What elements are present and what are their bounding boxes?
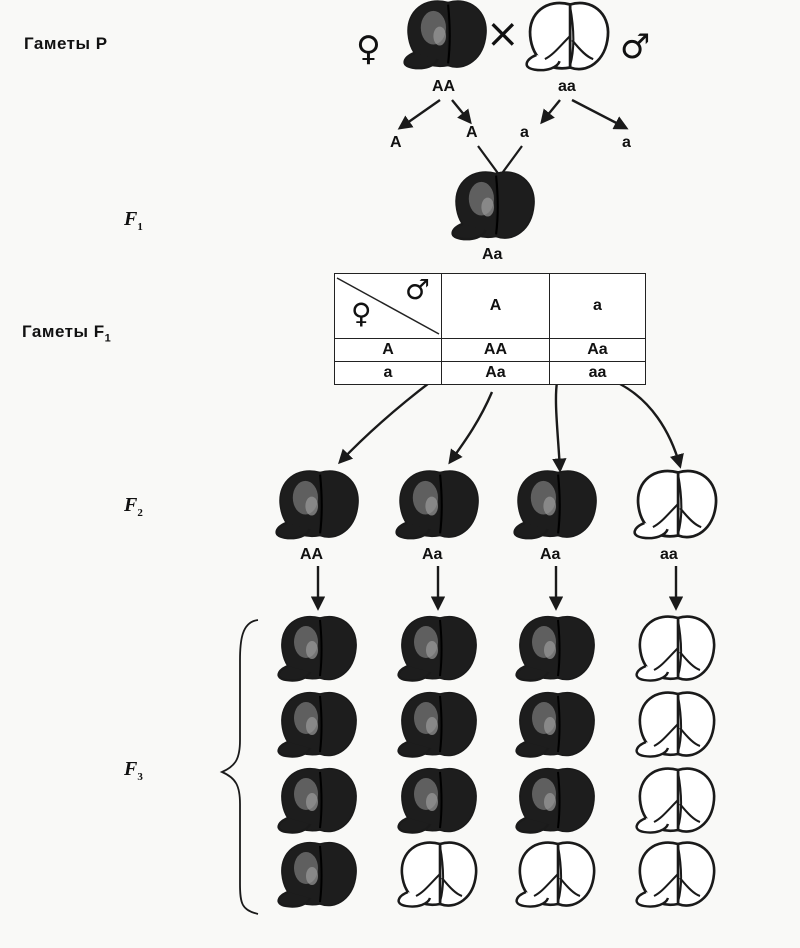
punnett-corner: ♂ ♀ (334, 273, 442, 339)
f3-seed (635, 841, 716, 908)
corner-diagonal (336, 277, 440, 335)
cross-symbol: × (486, 11, 520, 57)
f3-seed (397, 767, 477, 834)
f2-seed (395, 470, 479, 540)
f3-seed (635, 615, 716, 682)
gametes-f1-text: Гаметы F (22, 322, 105, 341)
corner-male-symbol: ♂ (405, 273, 431, 306)
parent-gamete: A (466, 124, 478, 141)
f3-seed (277, 767, 357, 834)
parent-seed-male (525, 1, 610, 72)
f1-genotype: Aa (482, 246, 503, 263)
f3-seed (515, 615, 595, 682)
punnett-row-gamete: A (334, 338, 442, 362)
f2-label: F2 (124, 494, 143, 519)
f3-seed (397, 615, 477, 682)
male-parent-genotype: aa (558, 78, 576, 95)
f3-seed (397, 841, 478, 908)
f1-label: F1 (124, 208, 143, 233)
punnett-col-gamete: A (441, 273, 550, 339)
f2-genotype: aa (660, 546, 678, 563)
gametes-f1-label: Гаметы F1 (22, 322, 111, 344)
punnett-square: ♂ ♀ A a A AA Aa a Aa aa (334, 273, 647, 385)
f2-letter: F (124, 494, 138, 516)
f2-genotype: Aa (540, 546, 561, 563)
gamete-arrow (571, 98, 629, 130)
f2-seed (513, 470, 597, 540)
f2-arrow (619, 382, 684, 469)
f3-seed (515, 841, 596, 908)
corner-female-symbol: ♀ (351, 297, 372, 330)
punnett-header-row: ♂ ♀ A a (334, 273, 647, 339)
f3-seed (277, 615, 357, 682)
f2-genotype: Aa (422, 546, 443, 563)
female-symbol: ♀ (356, 29, 381, 69)
punnett-row: A AA Aa (334, 338, 647, 362)
f1-subscript: 1 (137, 221, 143, 233)
f2-genotype: AA (300, 546, 324, 563)
f1-seed (451, 171, 535, 241)
parent-gamete: a (622, 134, 631, 151)
f2-subscript: 2 (137, 507, 143, 519)
f3-brace (219, 619, 259, 915)
gametes-p-label: Гаметы P (24, 34, 108, 54)
f3-letter: F (124, 758, 138, 780)
punnett-cell: Aa (548, 338, 647, 362)
parent-gamete: A (390, 134, 402, 151)
f2-arrow (448, 391, 494, 465)
parent-gamete: a (520, 124, 529, 141)
seeds-layer (275, 0, 718, 908)
f2-seed (633, 469, 718, 540)
gamete-arrow (451, 99, 472, 125)
f3-seed (515, 691, 595, 758)
punnett-cell: AA (441, 338, 550, 362)
parent-seed-female (403, 0, 487, 70)
male-symbol: ♂ (620, 27, 651, 67)
f1-letter: F (124, 208, 138, 230)
gametes-f1-subscript: 1 (104, 332, 112, 345)
gametes-p-text: Гаметы P (24, 34, 108, 53)
punnett-col-gamete: a (548, 273, 647, 339)
gamete-arrow (540, 99, 561, 125)
punnett-cell: aa (548, 361, 647, 385)
punnett-row: a Aa aa (334, 361, 647, 385)
f3-seed (515, 767, 595, 834)
punnett-cell: Aa (441, 361, 550, 385)
female-parent-genotype: AA (432, 78, 456, 95)
f3-seed (277, 691, 357, 758)
f3-seed (277, 841, 357, 908)
f3-seed (635, 691, 716, 758)
f3-seed (397, 691, 477, 758)
gamete-arrow (397, 99, 441, 130)
f2-seed (275, 470, 359, 540)
f3-subscript: 3 (137, 771, 143, 783)
f3-seed (635, 767, 716, 834)
f3-label: F3 (124, 758, 143, 783)
punnett-row-gamete: a (334, 361, 442, 385)
